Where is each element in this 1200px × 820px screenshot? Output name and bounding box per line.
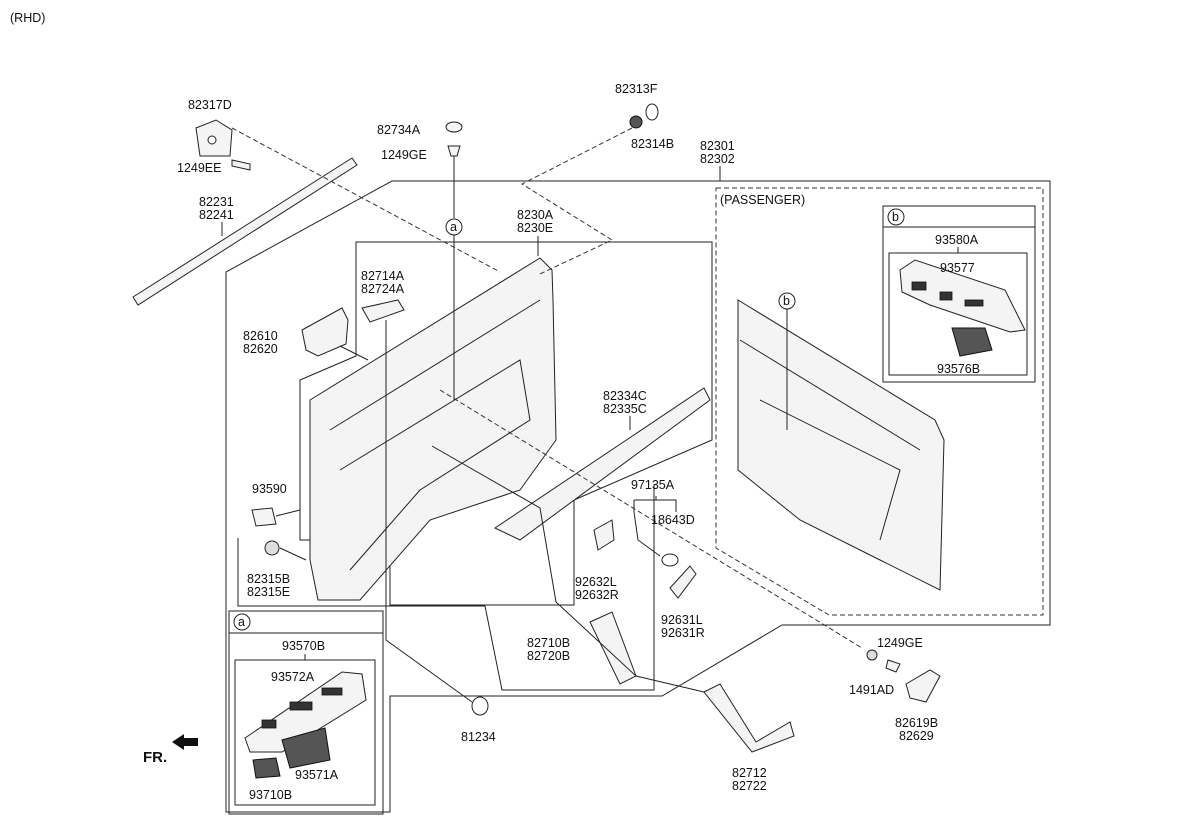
- wiring-97135a: [633, 511, 661, 557]
- leader-82712: [635, 675, 705, 693]
- lamp-92631l: [669, 565, 697, 599]
- trim-panel-outline: [299, 241, 713, 606]
- lamp-bracket-92632l: [593, 519, 615, 551]
- handle-82610: [301, 307, 349, 357]
- label-82314B: 82314B: [631, 137, 674, 151]
- box-b: [882, 205, 1036, 383]
- label-82629: 82629: [899, 729, 934, 743]
- label-82301: 82301: [700, 139, 735, 153]
- label-93570B: 93570B: [282, 639, 325, 653]
- label-92631R: 92631R: [661, 626, 705, 640]
- leader-82317d-to-panel: [231, 127, 501, 273]
- callout-b-box-label: b: [892, 210, 899, 224]
- label-93576B: 93576B: [937, 362, 980, 376]
- callout-a-door-label: a: [450, 220, 457, 234]
- label-92632L: 92632L: [575, 575, 617, 589]
- assembly-outline: [225, 180, 1051, 813]
- label-82317D: 82317D: [188, 98, 232, 112]
- switch-93710b: [252, 757, 281, 779]
- label-82619B: 82619B: [895, 716, 938, 730]
- label-93572A: 93572A: [271, 670, 315, 684]
- ring-82314b: [645, 103, 659, 121]
- label-92632R: 92632R: [575, 588, 619, 602]
- leader-82315b: [279, 547, 307, 561]
- lower-trim-82712: [703, 683, 795, 753]
- label-82335C: 82335C: [603, 402, 647, 416]
- label-82315B: 82315B: [247, 572, 290, 586]
- callout-a-box-label: a: [238, 615, 245, 629]
- label-82724A: 82724A: [361, 282, 405, 296]
- label-18643D: 18643D: [651, 513, 695, 527]
- label-82710B: 82710B: [527, 636, 570, 650]
- label-82315E: 82315E: [247, 585, 290, 599]
- handle-cover-82714a: [361, 299, 405, 323]
- weatherstrip-82231: [132, 157, 358, 306]
- label-93571A: 93571A: [295, 768, 339, 782]
- passenger-door-panel: [737, 299, 945, 591]
- screw-1249ge-right: [885, 659, 901, 673]
- label-1249GE-right: 1249GE: [877, 636, 923, 650]
- bulb-18643d: [661, 553, 679, 567]
- switch-93571a: [281, 727, 331, 769]
- label-82620: 82620: [243, 342, 278, 356]
- label-8230E: 8230E: [517, 221, 553, 235]
- leader-82710b: [431, 445, 637, 677]
- label-82302: 82302: [700, 152, 735, 166]
- label-82610: 82610: [243, 329, 278, 343]
- bracket-97135a: [633, 496, 677, 512]
- label-82722: 82722: [732, 779, 767, 793]
- callout-b-panel-label: b: [783, 294, 790, 308]
- label-92631L: 92631L: [661, 613, 703, 627]
- label-82712: 82712: [732, 766, 767, 780]
- clip-82313f: [629, 115, 643, 129]
- nut-1491ad: [866, 649, 878, 661]
- door-trim-panel: [309, 257, 557, 601]
- callout-a-box: [233, 613, 251, 631]
- switch-panel-93577: [899, 259, 1026, 333]
- leader-93590: [275, 509, 301, 517]
- garnish-82334c: [493, 387, 711, 541]
- fr-direction-label: FR.: [143, 749, 167, 766]
- screw-1249ge-top: [447, 145, 461, 157]
- label-82334C: 82334C: [603, 389, 647, 403]
- leader-passenger-to-1491ad: [439, 389, 863, 649]
- label-93710B: 93710B: [249, 788, 292, 802]
- variant-label: (RHD): [10, 11, 45, 25]
- label-1491AD: 1491AD: [849, 683, 894, 697]
- label-93577: 93577: [940, 261, 975, 275]
- label-1249EE: 1249EE: [177, 161, 221, 175]
- label-82231: 82231: [199, 195, 234, 209]
- label-82720B: 82720B: [527, 649, 570, 663]
- cap-82734a: [445, 121, 463, 133]
- label-82241: 82241: [199, 208, 234, 222]
- clip-82315b: [264, 540, 280, 556]
- leader-82313f-to-panel: [520, 127, 633, 275]
- passenger-box: [715, 187, 1044, 616]
- leader-82610: [339, 345, 369, 361]
- label-82734A: 82734A: [377, 123, 421, 137]
- label-82714A: 82714A: [361, 269, 405, 283]
- label-81234: 81234: [461, 730, 496, 744]
- label-82313F: 82313F: [615, 82, 658, 96]
- label-93590: 93590: [252, 482, 287, 496]
- callout-b-box: [887, 208, 905, 226]
- label-8230A: 8230A: [517, 208, 554, 222]
- screw-1249ee: [231, 159, 251, 171]
- switch-93576b: [951, 327, 993, 357]
- box-a: [228, 610, 384, 815]
- label-1249GE-top: 1249GE: [381, 148, 427, 162]
- leader-door-to-81234: [385, 320, 473, 703]
- plug-81234: [471, 696, 489, 716]
- label-93580A: 93580A: [935, 233, 979, 247]
- lower-subbox-outline: [237, 484, 655, 691]
- pull-handle-82710b: [589, 611, 637, 685]
- label-97135A: 97135A: [631, 478, 675, 492]
- fr-arrow-icon: [172, 734, 198, 750]
- passenger-title: (PASSENGER): [720, 193, 805, 207]
- bracket-93590: [251, 507, 277, 527]
- bracket-82619b: [905, 669, 941, 703]
